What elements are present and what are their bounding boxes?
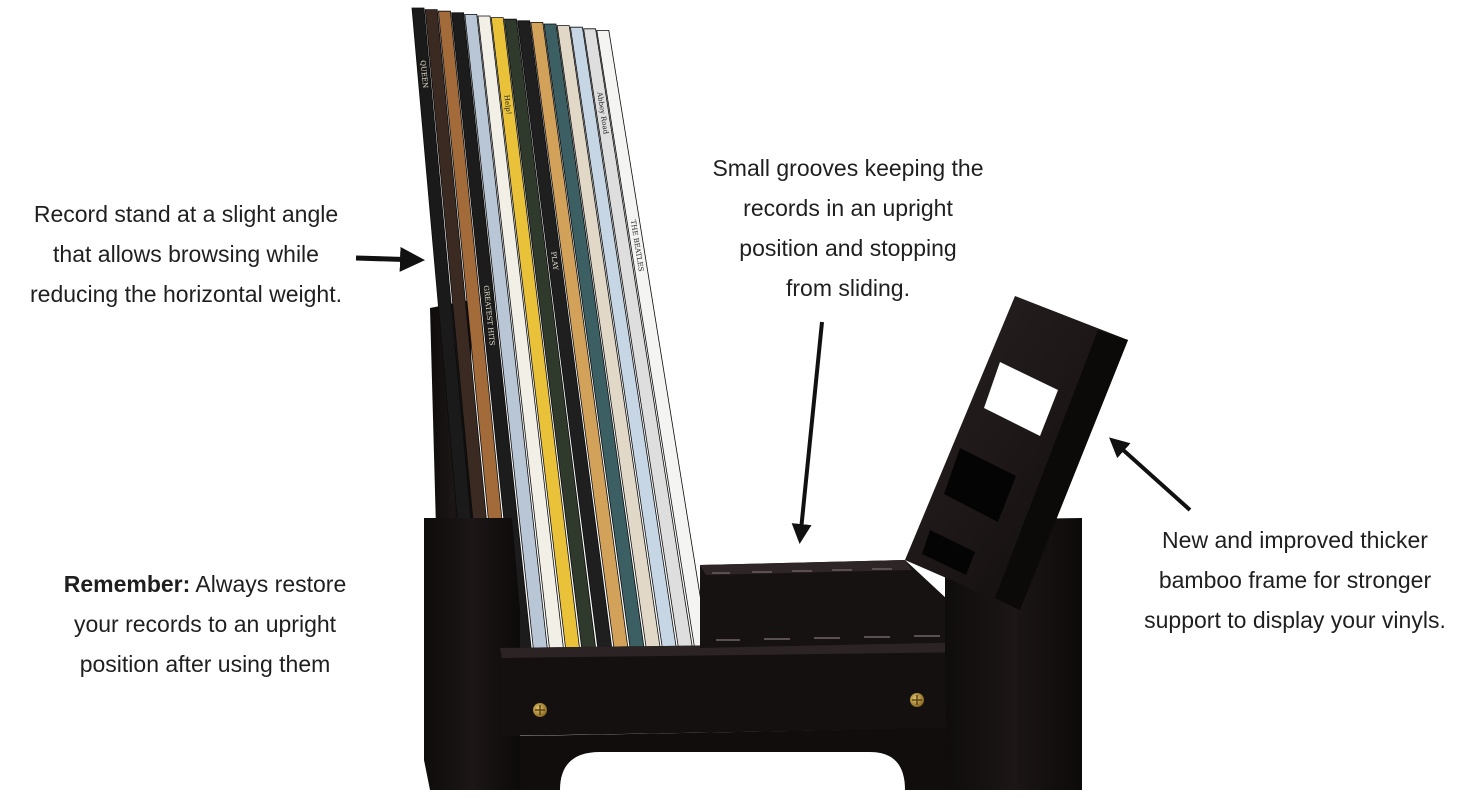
callout-remember-note: Remember: Always restore your records to…	[20, 564, 390, 684]
right-display-panel	[905, 296, 1128, 610]
callout-angle-line: Record stand at a slight angle	[33, 201, 339, 227]
bottom-bridge	[520, 728, 950, 790]
record-spine-text: PLAY	[549, 251, 559, 271]
callout-grooves-line: records in an upright	[743, 195, 953, 221]
callout-remember-line: position after using them	[79, 651, 331, 677]
callout-grooves-line: Small grooves keeping the	[712, 155, 984, 181]
callout-frame-line: bamboo frame for stronger	[1158, 567, 1432, 593]
groove-tray	[700, 560, 980, 648]
callout-remember-line: your records to an upright	[73, 611, 337, 637]
callout-remember-first-line: Remember: Always restore	[20, 564, 390, 604]
front-rail	[500, 642, 980, 736]
panel-window-bottom	[922, 530, 975, 575]
callout-grooves-line: from sliding.	[786, 275, 910, 301]
callout-bamboo-frame: New and improved thicker bamboo frame fo…	[1110, 520, 1480, 640]
callout-frame-line: support to display your vinyls.	[1144, 607, 1446, 633]
record-spine-text: QUEEN	[419, 60, 429, 89]
frame-arrow	[1109, 437, 1192, 512]
panel-window-middle	[944, 448, 1016, 522]
grooves-arrow	[791, 321, 824, 544]
groove-marks	[712, 568, 940, 641]
callout-record-angle: Record stand at a slight angle that allo…	[0, 194, 372, 314]
left-side-block	[424, 518, 520, 790]
callout-small-grooves: Small grooves keeping the records in an …	[668, 148, 1028, 308]
remember-label: Remember:	[63, 571, 191, 597]
callout-grooves-line: position and stopping	[739, 235, 957, 261]
callout-angle-line: reducing the horizontal weight.	[30, 281, 342, 307]
angle-arrow	[355, 246, 425, 272]
callout-angle-line: that allows browsing while	[53, 241, 319, 267]
record-spine-text: Help!	[502, 94, 512, 115]
remember-first-line-rest: Always restore	[190, 571, 347, 597]
panel-window-top	[984, 362, 1058, 436]
callout-frame-line: New and improved thicker	[1162, 527, 1428, 553]
